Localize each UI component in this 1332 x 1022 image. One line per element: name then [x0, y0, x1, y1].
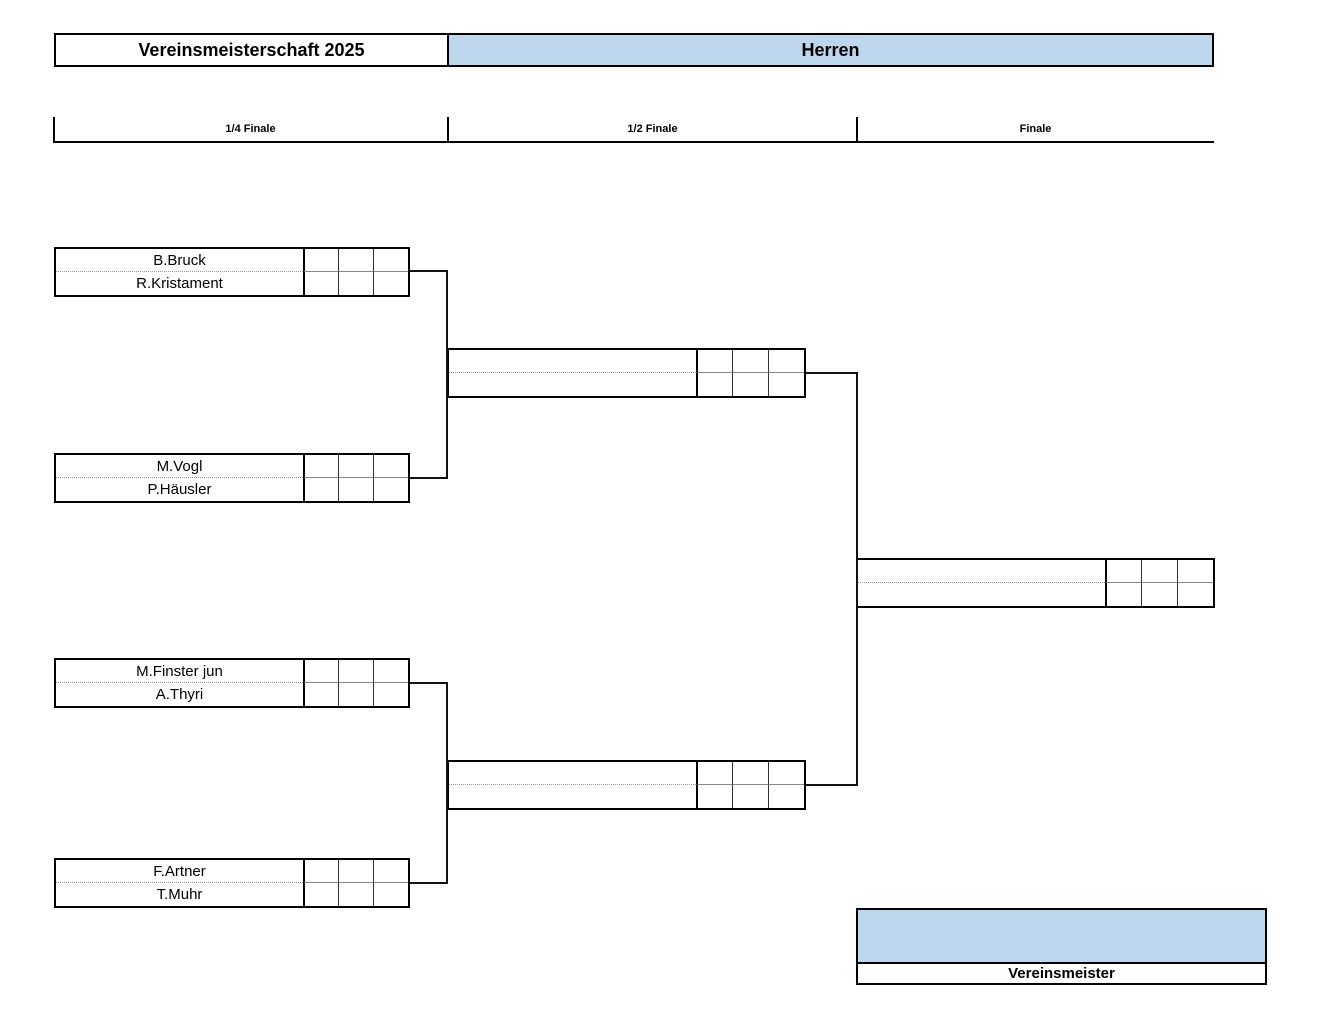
player-name: F.Artner — [56, 860, 303, 883]
match-semifinal-2 — [447, 760, 806, 810]
score-cell — [1141, 560, 1177, 583]
score-cell — [373, 860, 408, 883]
score-cell — [732, 785, 768, 808]
score-cell — [303, 272, 338, 295]
score-cell — [338, 660, 373, 683]
score-cell — [1105, 560, 1141, 583]
match-final — [856, 558, 1215, 608]
category-header-label: Herren — [801, 39, 860, 60]
champion-name-cell — [858, 910, 1265, 964]
score-cell — [303, 660, 338, 683]
score-cell — [768, 350, 804, 373]
score-cell — [303, 860, 338, 883]
score-cell — [768, 373, 804, 396]
score-cell — [696, 373, 732, 396]
player-name — [449, 350, 696, 373]
score-cell — [696, 350, 732, 373]
match-quarterfinal-2: M.Vogl P.Häusler — [54, 453, 410, 503]
score-cell — [303, 883, 338, 906]
tournament-title-label: Vereinsmeisterschaft 2025 — [138, 39, 365, 60]
player-name: P.Häusler — [147, 481, 212, 498]
score-cell — [338, 683, 373, 706]
score-cell — [373, 249, 408, 272]
score-cell — [1177, 560, 1213, 583]
match-quarterfinal-3: M.Finster jun A.Thyri — [54, 658, 410, 708]
match-quarterfinal-1: B.Bruck R.Kristament — [54, 247, 410, 297]
champion-box: Vereinsmeister — [856, 908, 1267, 985]
score-cell — [1105, 583, 1141, 606]
player-name: M.Finster jun — [56, 660, 303, 683]
match-semifinal-1 — [447, 348, 806, 398]
score-cell — [1141, 583, 1177, 606]
bracket-connector — [446, 682, 448, 884]
bracket-connector — [410, 682, 448, 684]
round-header-tick — [447, 117, 449, 143]
category-header: Herren — [447, 33, 1214, 67]
player-name: R.Kristament — [136, 275, 223, 292]
score-cell — [303, 249, 338, 272]
round-header-row: 1/4 Finale 1/2 Finale Finale — [53, 117, 1214, 143]
round-label-final: Finale — [1019, 123, 1052, 135]
score-cell — [696, 762, 732, 785]
player-name — [858, 583, 1105, 606]
bracket-connector — [410, 882, 448, 884]
score-cell — [373, 683, 408, 706]
tournament-title: Vereinsmeisterschaft 2025 — [54, 33, 449, 67]
score-cell — [338, 455, 373, 478]
score-cell — [338, 883, 373, 906]
score-cell — [303, 455, 338, 478]
player-name — [449, 785, 696, 808]
bracket-connector — [446, 270, 448, 479]
champion-label: Vereinsmeister — [1008, 965, 1115, 982]
score-cell — [338, 860, 373, 883]
bracket-connector — [856, 372, 858, 786]
bracket-connector — [806, 372, 858, 374]
score-cell — [373, 455, 408, 478]
score-cell — [732, 762, 768, 785]
score-cell — [768, 762, 804, 785]
score-cell — [303, 683, 338, 706]
round-header-tick — [53, 117, 55, 143]
player-name: A.Thyri — [155, 686, 204, 703]
score-cell — [303, 478, 338, 501]
player-name — [858, 560, 1105, 583]
score-cell — [732, 350, 768, 373]
player-name: M.Vogl — [56, 455, 303, 478]
player-name: T.Muhr — [156, 886, 203, 903]
round-header-tick — [856, 117, 858, 143]
round-label-quarterfinal: 1/4 Finale — [225, 123, 276, 135]
bracket-connector — [410, 477, 448, 479]
score-cell — [338, 249, 373, 272]
score-cell — [338, 272, 373, 295]
score-cell — [768, 785, 804, 808]
bracket-connector — [410, 270, 448, 272]
score-cell — [373, 478, 408, 501]
player-name — [449, 762, 696, 785]
round-label-semifinal: 1/2 Finale — [627, 123, 678, 135]
player-name — [449, 373, 696, 396]
score-cell — [338, 478, 373, 501]
score-cell — [696, 785, 732, 808]
score-cell — [373, 883, 408, 906]
score-cell — [373, 272, 408, 295]
bracket-connector — [806, 784, 858, 786]
score-cell — [1177, 583, 1213, 606]
score-cell — [373, 660, 408, 683]
score-cell — [732, 373, 768, 396]
match-quarterfinal-4: F.Artner T.Muhr — [54, 858, 410, 908]
player-name: B.Bruck — [56, 249, 303, 272]
